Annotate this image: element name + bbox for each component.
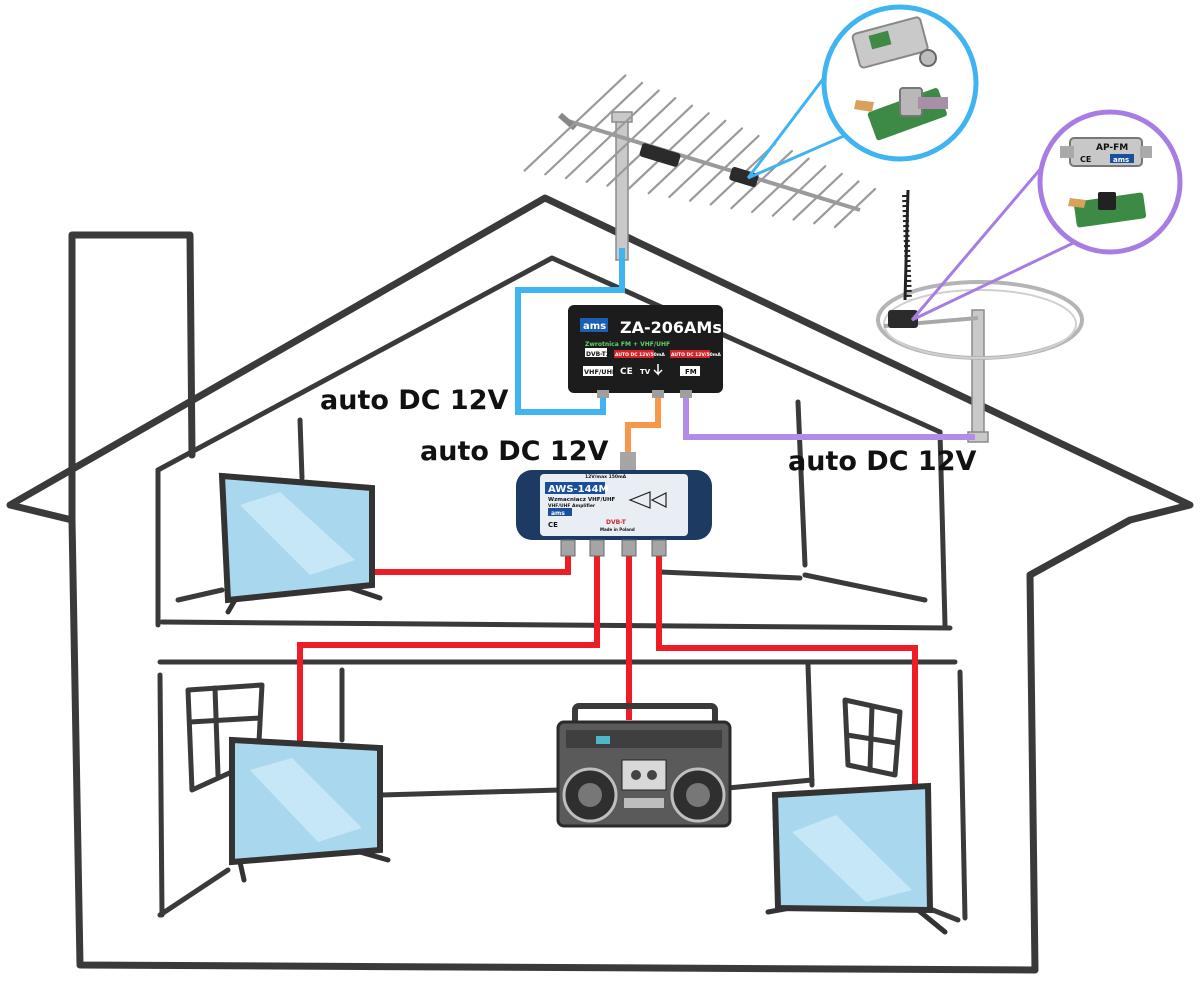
amplifier-aws144m: AWS-144M Wzmacniacz VHF/UHF VHF/UHF Ampl… [516, 452, 712, 557]
amplifier-brand: ams [551, 510, 565, 517]
tv-preamp-module-photo [851, 16, 937, 69]
tv-preamp-board-photo [854, 87, 948, 141]
yagi-element [564, 89, 660, 180]
yagi-element [730, 150, 794, 210]
yagi-element [523, 74, 627, 172]
combiner-subtitle: Zwrotnica FM + VHF/UHF [585, 341, 670, 348]
fm-preamp-zoom: AP-FM CE ams [910, 109, 1183, 322]
yagi-element [688, 134, 760, 202]
label-dc-amp-feed: auto DC 12V [420, 436, 608, 467]
combiner-dc-pass-1: AUTO DC 12V/50mA [615, 352, 665, 358]
combiner-za206ams: ams ZA-206AMs Zwrotnica FM + VHF/UHF DVB… [568, 305, 723, 398]
tv-preamp-zoom [746, 4, 979, 180]
fm-preamp-ce: CE [1080, 155, 1091, 164]
yagi-element [813, 180, 860, 225]
label-dc-tv-feed: auto DC 12V [320, 385, 508, 416]
combiner-input-vhf-uhf: VHF/UHF [584, 368, 616, 376]
label-dc-fm-feed: auto DC 12V [788, 446, 976, 477]
window-right [842, 697, 903, 778]
fm-preamp-module-photo: AP-FM CE ams [1060, 137, 1152, 167]
combiner-brand: ams [583, 321, 606, 332]
amplifier-model: AWS-144M [548, 484, 609, 495]
combiner-output-label: TV [640, 368, 651, 376]
amplifier-supply: 12V/max 150mA [585, 474, 627, 480]
cables [297, 248, 975, 786]
yagi-element [585, 97, 677, 183]
yagi-element [751, 157, 810, 214]
yagi-element [544, 81, 644, 176]
tv-attic [218, 472, 383, 615]
fm-radio-boombox [556, 703, 732, 828]
amplifier-dvb: DVB-T [606, 519, 627, 526]
yagi-element [792, 172, 843, 221]
yagi-element [833, 187, 877, 229]
amplifier-made-in: Made in Poland [600, 527, 635, 532]
tv-ground-left [229, 736, 391, 883]
fm-preamp-brand: ams [1113, 156, 1129, 164]
combiner-dc-pass-2: AUTO DC 12V/50mA [671, 352, 721, 358]
tv-ground-right [765, 782, 948, 935]
yagi-element [771, 165, 827, 217]
tv-antenna [523, 74, 877, 261]
fm-antenna [876, 189, 1084, 443]
combiner-model: ZA-206AMs [620, 318, 722, 337]
yagi-element [647, 119, 727, 195]
combiner-input-fm: FM [685, 368, 697, 376]
house-outline [6, 194, 1194, 974]
combiner-ce: CE [620, 367, 633, 377]
amplifier-subtitle: Wzmacniacz VHF/UHF [548, 497, 616, 503]
fm-preamp-model: AP-FM [1096, 143, 1128, 153]
amplifier-subtitle2: VHF/UHF Amplifier [548, 503, 596, 509]
amplifier-ce: CE [548, 521, 558, 529]
fm-preamp-board-photo [1068, 192, 1147, 228]
combiner-logo: DVB-T2 [586, 351, 610, 358]
yagi-element [668, 127, 744, 199]
